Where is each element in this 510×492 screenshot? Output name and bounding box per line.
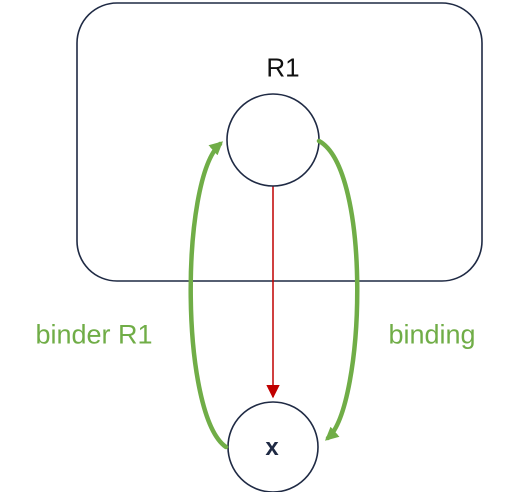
x-node-label: x <box>265 434 279 461</box>
r1-container-box <box>76 2 483 282</box>
binder-arrow <box>188 141 229 450</box>
binding-label: binding <box>388 319 476 350</box>
binding-arrow <box>316 138 360 441</box>
binder-label: binder R1 <box>35 319 153 350</box>
r1-label: R1 <box>266 52 300 83</box>
r1-node <box>226 93 320 187</box>
